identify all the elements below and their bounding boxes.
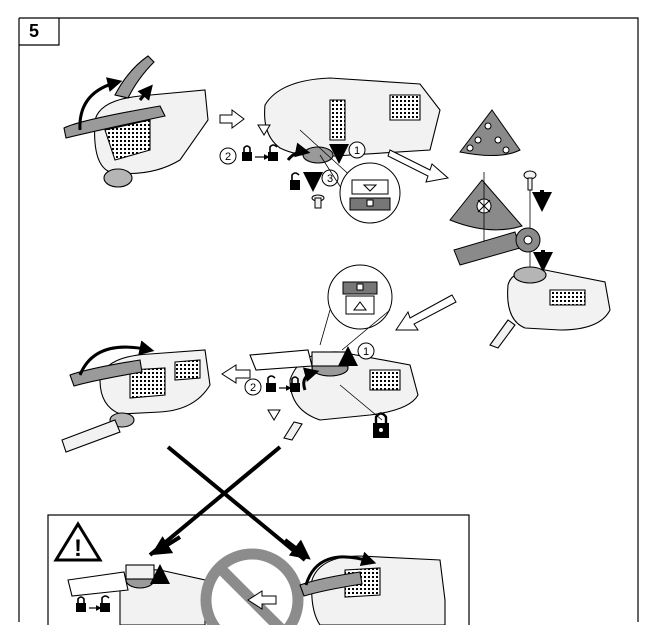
step-arrow-1: [219, 109, 245, 129]
tool-step-1: [63, 55, 209, 188]
sanding-pad-top: [459, 109, 521, 156]
tool-step-2: [264, 77, 441, 164]
unlock-icon-warning: [100, 595, 110, 612]
indicator-triangle-2: [267, 409, 281, 421]
step-1-number: 1: [354, 145, 360, 157]
step-2-number: 2: [225, 151, 231, 163]
lock-icon: [242, 145, 252, 161]
step-2-number-b: 2: [250, 382, 256, 394]
step-2-label-b: 2: [244, 378, 262, 396]
unlock-icon: [268, 144, 278, 161]
step-1-label: 1: [348, 141, 366, 159]
figure-number: 5: [29, 21, 40, 41]
warning-triangle-icon: !: [53, 521, 103, 562]
step-arrow-4: [221, 364, 251, 384]
tool-warning-left: [67, 564, 206, 625]
saw-blade: [453, 227, 541, 266]
rotation-arrow-5: [78, 340, 155, 376]
tool-warning-right: [299, 555, 446, 625]
step-arrow-2: [387, 149, 450, 183]
rotation-arrow-1: [78, 77, 153, 131]
warning-box: [47, 514, 470, 625]
warning-mark: !: [74, 535, 82, 562]
step-2-label: 2: [219, 147, 237, 165]
fixing-screw: [523, 170, 537, 191]
step-3-label: 3: [321, 169, 339, 187]
lock-icon-b: [290, 376, 300, 392]
step-arrow-3: [395, 294, 457, 331]
lock-icon-warning: [76, 596, 86, 612]
prohibition-icon: [200, 548, 304, 625]
indicator-triangle-1: [257, 124, 271, 136]
lock-leader-line: [339, 384, 383, 421]
tighten-rotation-arrow: [302, 367, 320, 391]
tool-step-3: [489, 266, 611, 349]
prohibited-left-arrow: [247, 590, 277, 610]
loosen-rotation-arrow: [286, 142, 311, 161]
step-1-number-b: 1: [363, 346, 369, 358]
step-1-label-b: 1: [357, 342, 375, 360]
outer-frame: [18, 17, 639, 622]
clamping-bolt: [311, 194, 325, 209]
figure-number-box: 5: [19, 18, 59, 45]
detail-callout-1: [339, 162, 401, 224]
rotation-arrow-warning: [304, 551, 377, 586]
tool-step-4: [249, 349, 419, 441]
cross-arrow-left: [150, 535, 182, 556]
callout-lines-2: [319, 309, 391, 351]
unlock-icon-step3: [290, 172, 300, 190]
step-3-number: 3: [327, 173, 333, 185]
tool-step-5: [61, 349, 211, 453]
cross-arrow-right: [283, 538, 311, 560]
detail-callout-2: [327, 264, 393, 330]
unlock-icon-b: [266, 375, 276, 392]
lock-icon-large: [373, 412, 389, 438]
sanding-pad-holder: [449, 179, 523, 231]
